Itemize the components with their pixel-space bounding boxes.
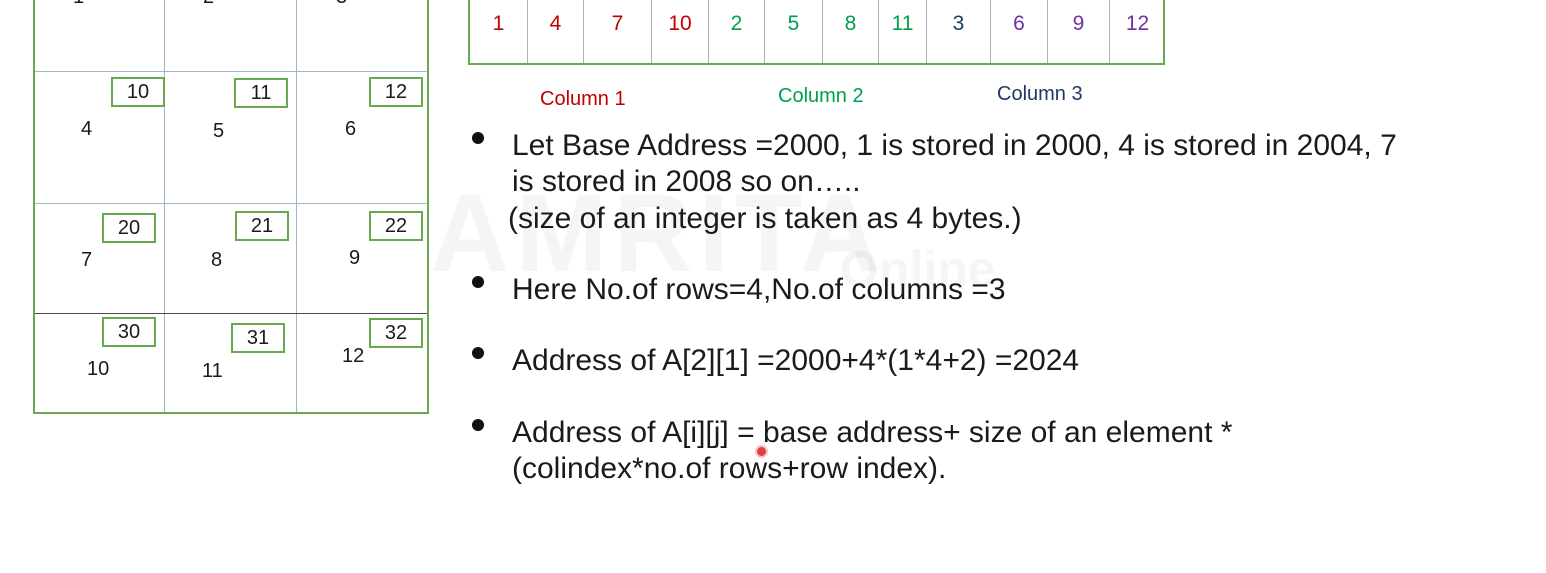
bullet-text: (size of an integer is taken as 4 bytes.… (508, 202, 1022, 235)
memory-cell-value: 9 (1072, 12, 1085, 35)
memory-row: 1 4 7 10 2 5 8 11 3 6 9 12 (468, 0, 1165, 65)
bullet-dot (472, 276, 484, 288)
column-label-3: Column 3 (997, 83, 1083, 105)
memory-cell-value: 5 (787, 12, 800, 35)
memory-cell: 11 (878, 0, 926, 63)
grid-line (35, 313, 427, 314)
memory-cell: 10 (651, 0, 708, 63)
column-label-1: Column 1 (540, 88, 626, 110)
address-box: 30 (102, 317, 156, 347)
matrix-cell: 11 (202, 360, 223, 382)
bullet-dot (472, 347, 484, 359)
grid-line (296, 0, 297, 412)
matrix-cell: 6 (345, 118, 357, 140)
column-label-2: Column 2 (778, 85, 864, 107)
bullet-text: is stored in 2008 so on….. (512, 165, 861, 198)
address-box: 12 (369, 77, 423, 107)
address-box: 32 (369, 318, 423, 348)
memory-cell: 6 (990, 0, 1047, 63)
bullet-text: Let Base Address =2000, 1 is stored in 2… (512, 129, 1397, 162)
matrix-cell: 4 (81, 118, 93, 140)
bullet-text: Address of A[2][1] =2000+4*(1*4+2) =2024 (512, 344, 1080, 377)
matrix-cell: 5 (213, 120, 225, 142)
matrix-cell: 3 (336, 0, 347, 9)
memory-cell: 5 (764, 0, 822, 63)
memory-cell: 1 (470, 0, 527, 63)
memory-cell-value: 12 (1125, 12, 1150, 35)
memory-cell-value: 3 (952, 12, 965, 35)
memory-cell-value: 4 (549, 12, 562, 35)
memory-cell: 9 (1047, 0, 1109, 63)
bullet-dot (472, 419, 484, 431)
matrix-cell: 9 (349, 247, 361, 269)
matrix-cell: 7 (81, 249, 93, 271)
memory-cell-value: 1 (492, 12, 505, 35)
memory-cell: 2 (708, 0, 764, 63)
grid-line (35, 71, 427, 72)
bullet-dot (472, 132, 484, 144)
address-box: 31 (231, 323, 285, 353)
matrix-cell: 10 (87, 358, 110, 380)
address-box: 10 (111, 77, 165, 107)
memory-cell-value: 2 (730, 12, 743, 35)
memory-cell-value: 7 (611, 12, 624, 35)
grid-line (35, 203, 427, 204)
grid-line (164, 0, 165, 412)
memory-cell-value: 11 (891, 12, 914, 35)
bullet-text: Address of A[i][j] = base address+ size … (512, 416, 1233, 449)
matrix-grid: 1 2 3 4 5 6 7 8 9 10 11 12 10 11 12 20 2… (33, 0, 429, 414)
pointer-cursor-icon (757, 447, 766, 456)
address-box: 21 (235, 211, 289, 241)
memory-cell: 7 (583, 0, 651, 63)
memory-cell-value: 6 (1013, 12, 1025, 35)
memory-cell: 12 (1109, 0, 1165, 63)
address-box: 22 (369, 211, 423, 241)
address-box: 11 (234, 78, 288, 108)
matrix-cell: 8 (211, 249, 223, 271)
matrix-cell: 2 (203, 0, 214, 9)
bullet-text: Here No.of rows=4,No.of columns =3 (512, 273, 1006, 306)
memory-cell: 3 (926, 0, 990, 63)
memory-cell: 4 (527, 0, 583, 63)
memory-cell-value: 10 (668, 12, 692, 35)
memory-cell: 8 (822, 0, 878, 63)
matrix-cell: 12 (342, 345, 365, 367)
matrix-cell: 1 (73, 0, 84, 9)
memory-cell-value: 8 (844, 12, 857, 35)
address-box: 20 (102, 213, 156, 243)
bullet-text: (colindex*no.of rows+row index). (512, 452, 947, 485)
